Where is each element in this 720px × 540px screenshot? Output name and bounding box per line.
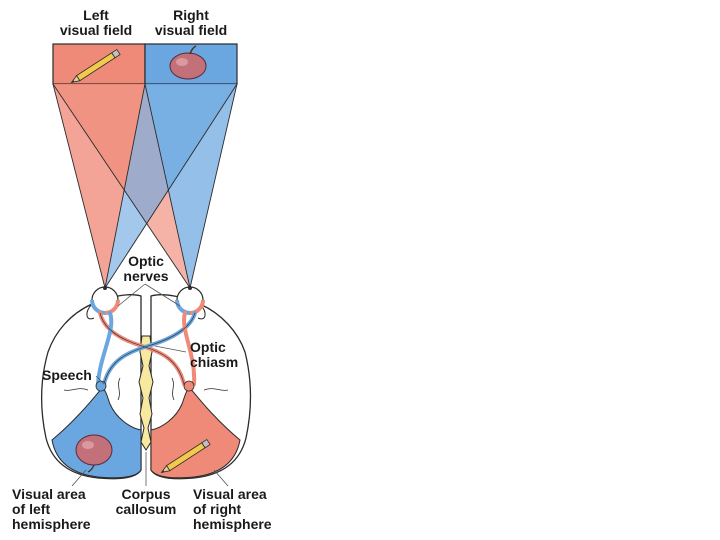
visual-area-right <box>150 387 241 479</box>
apple-icon <box>75 434 113 473</box>
label-line: nerves <box>123 268 169 284</box>
label-line: Optic <box>128 253 164 269</box>
label-line: visual field <box>154 22 228 38</box>
right-visual-field-label: Right visual field <box>148 8 234 38</box>
optic-pathways <box>95 311 197 392</box>
corpus-callosum-label: Corpus callosum <box>108 487 184 517</box>
label-line: hemisphere <box>193 516 272 532</box>
label-line: Optic <box>190 339 226 355</box>
optic-chiasm-label: Optic chiasm <box>190 340 238 370</box>
label-line: Right <box>173 7 209 23</box>
label-line: hemisphere <box>12 516 91 532</box>
label-line: of left <box>12 501 51 517</box>
label-line: callosum <box>115 501 177 517</box>
visual-area-right-label: Visual area of right hemisphere <box>193 487 272 532</box>
label-line: visual field <box>59 22 133 38</box>
pencil-icon <box>70 48 121 84</box>
visual-area-left <box>51 387 142 479</box>
visual-area-left-label: Visual area of left hemisphere <box>12 487 91 532</box>
brain <box>41 294 252 480</box>
optic-nerves-label: Optic nerves <box>116 254 176 284</box>
apple-icon <box>169 45 207 80</box>
left-visual-field-label: Left visual field <box>58 8 134 38</box>
label-line: of right <box>193 501 242 517</box>
label-line: Visual area <box>193 486 267 502</box>
speech-label: Speech <box>42 368 92 383</box>
label-line: Visual area <box>12 486 86 502</box>
left-eye <box>90 286 120 315</box>
corpus-callosum <box>138 335 154 451</box>
light-rays <box>52 83 238 289</box>
right-eye <box>175 286 205 315</box>
leader-lines <box>71 283 229 487</box>
label-line: Left <box>83 7 109 23</box>
pencil-icon <box>160 438 211 474</box>
label-line: chiasm <box>190 354 239 370</box>
label-line: Speech <box>42 367 92 383</box>
label-line: Corpus <box>121 486 171 502</box>
